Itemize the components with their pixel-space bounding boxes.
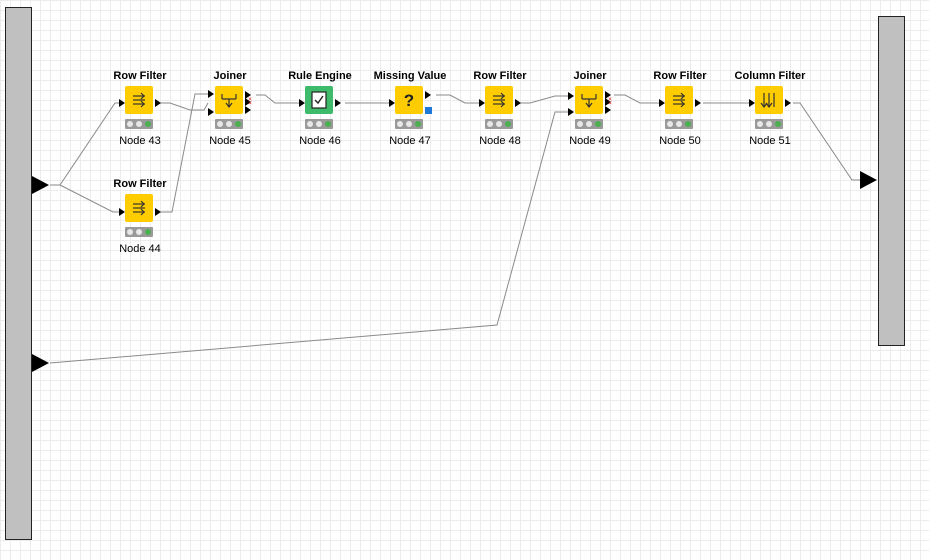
svg-text:?: ? — [404, 91, 414, 110]
node-51[interactable]: Column Filter Node 51 — [730, 70, 810, 170]
node-status-lights — [575, 119, 603, 129]
node-43[interactable]: Row Filter Node 43 — [100, 70, 180, 170]
node-input-port[interactable] — [119, 99, 125, 107]
node-input-port-bottom[interactable] — [208, 108, 214, 116]
node-title: Joiner — [573, 70, 607, 82]
node-output-port[interactable] — [155, 208, 161, 216]
node-output-port-3[interactable] — [245, 106, 251, 114]
output-port-arrow[interactable] — [860, 171, 877, 189]
node-title: Row Filter — [653, 70, 707, 82]
node-status-lights — [305, 119, 333, 129]
node-title: Joiner — [213, 70, 247, 82]
wire-in1-to-node-43 — [50, 102, 121, 186]
inactive-port-x-icon — [608, 97, 612, 105]
node-status-lights — [215, 119, 243, 129]
wire-node-43-to-node-45 — [159, 102, 209, 111]
node-input-port-top[interactable] — [208, 90, 214, 98]
node-input-port[interactable] — [299, 99, 305, 107]
wire-in1-to-node-44 — [59, 184, 121, 213]
node-48[interactable]: Row Filter Node 48 — [460, 70, 540, 170]
node-46[interactable]: Rule Engine Node 46 — [280, 70, 360, 170]
node-title: Column Filter — [734, 70, 806, 82]
wire-node-49-to-node-50 — [614, 94, 660, 104]
node-title: Missing Value — [373, 70, 447, 82]
node-label[interactable]: Node 44 — [119, 243, 161, 255]
node-output-port-1[interactable] — [245, 91, 251, 99]
node-output-port[interactable] — [785, 99, 791, 107]
node-output-port[interactable] — [515, 99, 521, 107]
node-title: Rule Engine — [288, 70, 352, 82]
node-input-port[interactable] — [119, 208, 125, 216]
wire-node-44-to-node-45 — [159, 93, 208, 213]
node-label[interactable]: Node 50 — [659, 135, 701, 147]
input-port-2-arrow[interactable] — [32, 354, 49, 372]
node-49[interactable]: Joiner Node 49 — [550, 70, 630, 170]
model-output-port[interactable] — [425, 107, 432, 114]
node-label[interactable]: Node 49 — [569, 135, 611, 147]
wire-node-47-to-node-48 — [436, 94, 480, 104]
node-input-port[interactable] — [749, 99, 755, 107]
node-input-port[interactable] — [389, 99, 395, 107]
wire-node-45-to-node-46 — [256, 94, 300, 104]
node-label[interactable]: Node 51 — [749, 135, 791, 147]
wire-in2-to-node-49 — [49, 111, 570, 364]
node-50[interactable]: Row Filter Node 50 — [640, 70, 720, 170]
rule-engine-icon[interactable] — [305, 86, 333, 114]
node-title: Row Filter — [113, 178, 167, 190]
joiner-icon[interactable] — [575, 86, 603, 114]
node-label[interactable]: Node 46 — [299, 135, 341, 147]
node-output-port[interactable] — [335, 99, 341, 107]
node-label[interactable]: Node 48 — [479, 135, 521, 147]
node-label[interactable]: Node 47 — [389, 135, 431, 147]
node-input-port[interactable] — [659, 99, 665, 107]
workflow-input-bar[interactable] — [5, 7, 32, 540]
node-output-port[interactable] — [155, 99, 161, 107]
node-status-lights — [755, 119, 783, 129]
row-filter-icon[interactable] — [485, 86, 513, 114]
joiner-icon[interactable] — [215, 86, 243, 114]
node-input-port-top[interactable] — [568, 92, 574, 100]
row-filter-icon[interactable] — [125, 194, 153, 222]
node-status-lights — [395, 119, 423, 129]
node-44[interactable]: Row Filter Node 44 — [100, 178, 180, 278]
node-title: Row Filter — [473, 70, 527, 82]
question-mark-icon[interactable]: ? — [395, 86, 423, 114]
node-45[interactable]: Joiner Node 45 — [190, 70, 270, 170]
node-title: Row Filter — [113, 70, 167, 82]
node-47[interactable]: Missing Value ? Node 47 — [370, 70, 450, 170]
wire-node-51-to-out — [793, 102, 862, 181]
node-input-port[interactable] — [479, 99, 485, 107]
node-status-lights — [665, 119, 693, 129]
node-output-port-3[interactable] — [605, 106, 611, 114]
node-status-lights — [485, 119, 513, 129]
workflow-output-bar[interactable] — [878, 16, 905, 346]
row-filter-icon[interactable] — [125, 86, 153, 114]
node-status-lights — [125, 119, 153, 129]
node-status-lights — [125, 227, 153, 237]
wire-node-48-to-node-49 — [520, 95, 570, 104]
node-output-port[interactable] — [695, 99, 701, 107]
node-output-port-1[interactable] — [605, 91, 611, 99]
node-label[interactable]: Node 45 — [209, 135, 251, 147]
node-output-port-2[interactable] — [245, 98, 251, 106]
node-output-port-2[interactable] — [605, 98, 611, 106]
column-filter-icon[interactable] — [755, 86, 783, 114]
node-label[interactable]: Node 43 — [119, 135, 161, 147]
node-output-port[interactable] — [425, 91, 431, 99]
inactive-port-x-icon — [248, 97, 252, 105]
input-port-1-arrow[interactable] — [32, 176, 49, 194]
row-filter-icon[interactable] — [665, 86, 693, 114]
node-input-port-bottom[interactable] — [568, 108, 574, 116]
